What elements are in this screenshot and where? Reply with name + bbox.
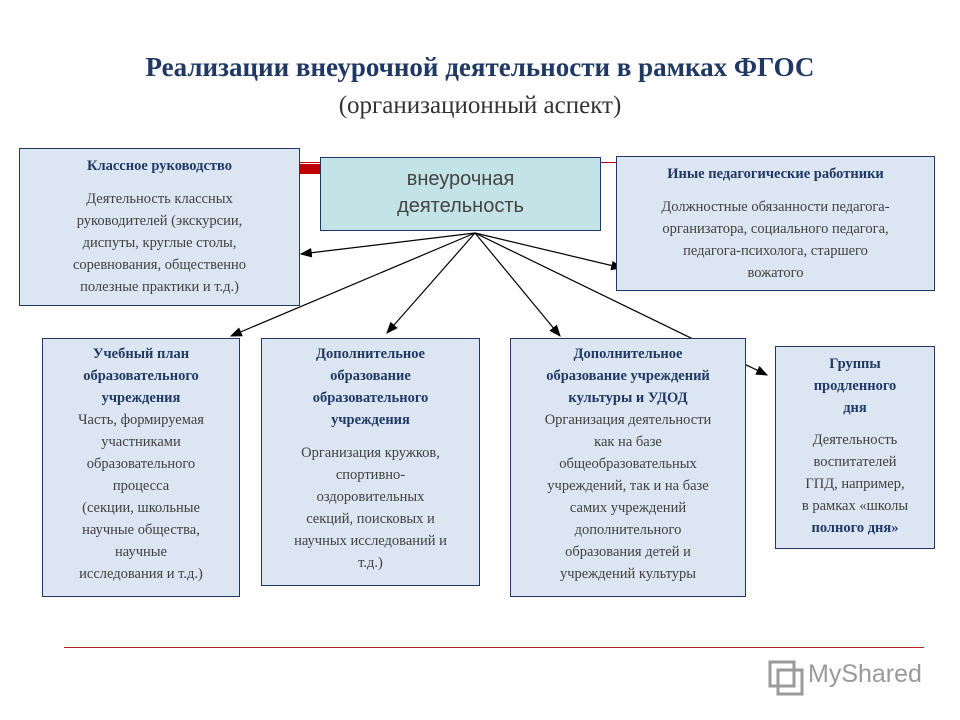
- box-line: организатора, социального педагога,: [662, 221, 889, 237]
- red-connector-bar: [299, 164, 321, 174]
- box-curriculum: Учебный план образовательного учреждения…: [42, 338, 240, 597]
- box-line: Организация деятельности: [544, 412, 712, 428]
- box-heading-line: образование: [330, 368, 411, 384]
- box-line: Часть, формируемая: [78, 412, 204, 428]
- box-line: Организация кружков,: [301, 445, 440, 461]
- box-line: как на базе: [594, 434, 662, 450]
- box-line: вожатого: [747, 265, 804, 281]
- box-line: процесса: [112, 478, 170, 494]
- box-culture-education: Дополнительное образование учреждений ку…: [510, 338, 746, 597]
- center-line-2: деятельность: [397, 195, 524, 217]
- box-heading-line: Учебный план: [92, 346, 190, 362]
- page-subtitle: (организационный аспект): [338, 92, 622, 119]
- box-additional-education: Дополнительное образование образовательн…: [261, 338, 480, 586]
- box-heading-line: дня: [843, 400, 867, 416]
- box-heading-line: продленного: [813, 378, 897, 394]
- box-line: дополнительного: [574, 522, 682, 538]
- box-heading-line: Дополнительное: [316, 346, 425, 362]
- box-line: образовательного: [86, 456, 196, 472]
- box-line: участниками: [101, 434, 181, 450]
- box-line: оздоровительных: [316, 489, 425, 505]
- box-line: диспуты, круглые столы,: [82, 235, 237, 251]
- box-line-highlight: полного дня»: [811, 520, 899, 536]
- box-line: учреждений, так и на базе: [547, 478, 709, 494]
- center-node-extracurricular: внеурочная деятельность: [320, 157, 601, 231]
- box-class-leadership: Классное руководство Деятельность классн…: [19, 148, 300, 306]
- box-heading-line: образование учреждений: [546, 368, 710, 384]
- box-line: самих учреждений: [569, 500, 687, 516]
- center-line-1: внеурочная: [406, 168, 515, 190]
- box-heading-line: учреждения: [101, 390, 181, 406]
- box-line: Деятельность: [812, 432, 898, 448]
- box-heading-line: культуры и УДОД: [568, 390, 688, 406]
- box-heading-line: образовательного: [312, 390, 429, 406]
- box-extended-day: Группы продленного дня Деятельность восп…: [775, 346, 935, 549]
- myshared-logo-icon: [768, 660, 804, 696]
- box-line: Должностные обязанности педагога-: [661, 199, 890, 215]
- arrow-to-culture-edu: [474, 232, 561, 337]
- box-heading: Иные педагогические работники: [667, 166, 884, 182]
- myshared-watermark: MyShared: [808, 660, 922, 688]
- box-line: руководителей (экскурсии,: [76, 213, 243, 229]
- box-line: научные: [115, 544, 167, 560]
- box-line: общеобразовательных: [559, 456, 697, 472]
- box-line: научных исследований и: [294, 533, 447, 549]
- footer-rule: [64, 647, 924, 648]
- box-line: научные общества,: [82, 522, 200, 538]
- arrow-to-class-leadership: [299, 232, 476, 258]
- box-line: Деятельность классных: [86, 191, 233, 207]
- box-line: (секции, школьные: [82, 500, 200, 516]
- red-connector-right: [600, 162, 616, 163]
- box-line: секций, поисковых и: [306, 511, 435, 527]
- box-line: спортивно-: [335, 467, 406, 483]
- box-line: педагога-психолога, старшего: [683, 243, 868, 259]
- box-line: образования детей и: [565, 544, 691, 560]
- box-line: учреждений культуры: [559, 566, 697, 582]
- box-other-staff: Иные педагогические работники Должностны…: [616, 156, 935, 291]
- box-heading-line: Дополнительное: [573, 346, 683, 362]
- arrow-to-additional-edu: [386, 232, 476, 334]
- box-line: воспитателей: [813, 454, 897, 470]
- box-heading-line: Группы: [829, 356, 881, 372]
- box-heading: Классное руководство: [86, 158, 233, 174]
- box-line: исследования и т.д.): [79, 566, 203, 582]
- arrow-to-other-staff: [474, 232, 624, 271]
- box-line: соревнования, общественно: [72, 257, 247, 273]
- page-title: Реализации внеурочной деятельности в рам…: [145, 52, 815, 82]
- arrow-to-curriculum: [229, 232, 476, 337]
- box-line: ГПД, например,: [805, 476, 905, 492]
- box-heading-line: образовательного: [83, 368, 199, 384]
- red-connector-left: [299, 162, 321, 163]
- box-line: полезные практики и т.д.): [80, 279, 239, 295]
- box-heading-line: учреждения: [331, 412, 410, 428]
- box-line: в рамках «школы: [801, 498, 909, 514]
- box-line: т.д.): [358, 555, 383, 571]
